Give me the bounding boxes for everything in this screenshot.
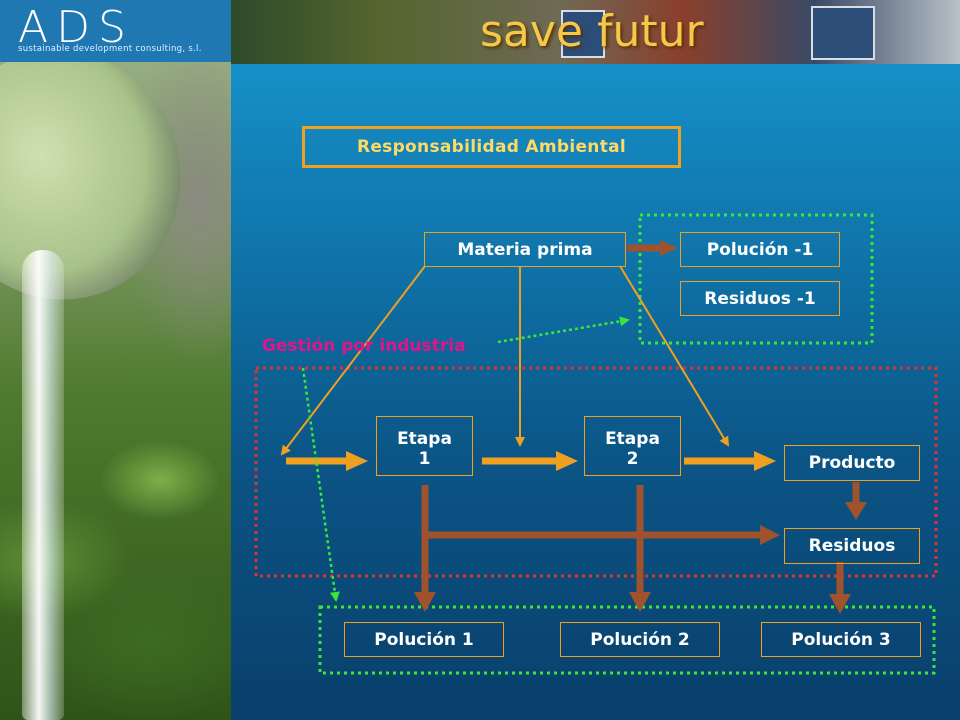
node-producto: Producto [784, 445, 920, 481]
logo-subtitle: sustainable development consulting, s.l. [18, 44, 202, 54]
node-polucion-2: Polución 2 [560, 622, 720, 657]
water-stream-graphic [22, 250, 64, 720]
header-box-responsabilidad: Responsabilidad Ambiental [302, 126, 681, 168]
etapa-1-line2: 1 [418, 449, 431, 469]
node-materia-prima: Materia prima [424, 232, 626, 267]
etapa-2-line2: 2 [626, 449, 639, 469]
arrow-gestion-to-top-region [497, 316, 630, 344]
node-polucion-m1: Polución -1 [680, 232, 840, 267]
decorative-photo-water-pipe [0, 0, 231, 720]
label-gestion-por-industria: Gestión por industria [262, 336, 466, 356]
green-dotted-region-top [638, 213, 874, 345]
banner-window-graphic [561, 10, 605, 58]
node-etapa-1: Etapa 1 [376, 416, 473, 476]
node-polucion-1: Polución 1 [344, 622, 504, 657]
logo-text: ADS [18, 2, 134, 53]
etapa-1-line1: Etapa [397, 429, 452, 449]
node-residuos-m1: Residuos -1 [680, 281, 840, 316]
node-residuos: Residuos [784, 528, 920, 564]
arrow-materia-to-producto [619, 265, 730, 447]
red-dotted-region [254, 366, 938, 578]
node-etapa-2: Etapa 2 [584, 416, 681, 476]
arrow-materia-to-start [280, 265, 426, 456]
etapa-2-line1: Etapa [605, 429, 660, 449]
node-polucion-3: Polución 3 [761, 622, 921, 657]
logo: ADS sustainable development consulting, … [0, 0, 231, 62]
arrow-gestion-to-bottom-region [301, 367, 340, 602]
banner-window-graphic [811, 6, 875, 60]
green-dotted-region-bottom [318, 605, 936, 675]
top-banner-photo [231, 0, 960, 64]
page-title: save futur [480, 6, 704, 57]
